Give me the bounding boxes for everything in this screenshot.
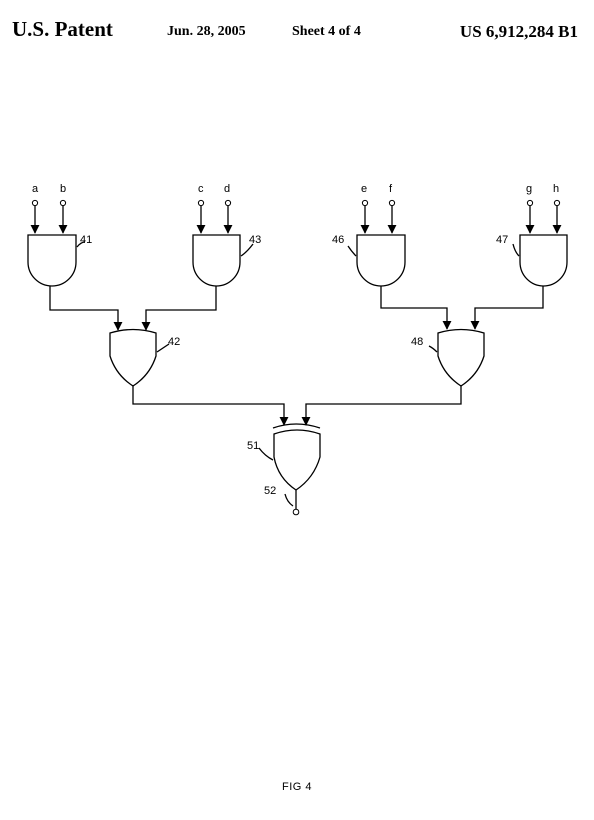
terminal-a — [31, 199, 39, 207]
terminal-f — [388, 199, 396, 207]
input-label-c: c — [198, 183, 204, 195]
input-label-a: a — [32, 183, 39, 195]
input-terminals: a b c d e f g h — [30, 183, 562, 234]
xor-gate-51: 51 — [247, 423, 321, 491]
terminal-e — [361, 199, 369, 207]
terminal-h — [553, 199, 561, 207]
or-gate-48: 48 — [411, 328, 485, 387]
or-gate-42: 42 — [109, 328, 180, 387]
figure-label: FIG 4 — [281, 781, 312, 793]
terminal-c — [197, 199, 205, 207]
and-to-or-wires — [49, 286, 544, 331]
header-patent-number: US 6,912,284 B1 — [459, 22, 578, 41]
gate-label-41: 41 — [80, 234, 92, 246]
gate-label-43: 43 — [249, 234, 261, 246]
gate-label-46: 46 — [332, 234, 344, 246]
gate-label-42: 42 — [168, 336, 180, 348]
and-gate-41: 41 — [27, 234, 92, 287]
input-label-h: h — [553, 183, 559, 195]
output-terminal — [292, 508, 300, 516]
header-us-patent: U.S. Patent — [12, 17, 113, 41]
header-date: Jun. 28, 2005 — [167, 24, 246, 39]
gate-label-48: 48 — [411, 336, 423, 348]
gate-label-51: 51 — [247, 440, 259, 452]
and-gate-46: 46 — [332, 234, 406, 287]
gate-label-47: 47 — [496, 234, 508, 246]
output-label-52: 52 — [264, 485, 276, 497]
terminal-d — [224, 199, 232, 207]
terminal-b — [59, 199, 67, 207]
input-label-d: d — [224, 183, 230, 195]
header-sheet: Sheet 4 of 4 — [292, 24, 361, 39]
output-52: 52 — [264, 485, 300, 516]
terminal-g — [526, 199, 534, 207]
input-label-e: e — [361, 183, 367, 195]
or-to-xor-wires — [132, 386, 462, 426]
and-gate-43: 43 — [192, 234, 261, 287]
input-label-b: b — [60, 183, 66, 195]
input-label-g: g — [526, 183, 532, 195]
and-gate-47: 47 — [496, 234, 568, 287]
input-label-f: f — [389, 183, 393, 195]
